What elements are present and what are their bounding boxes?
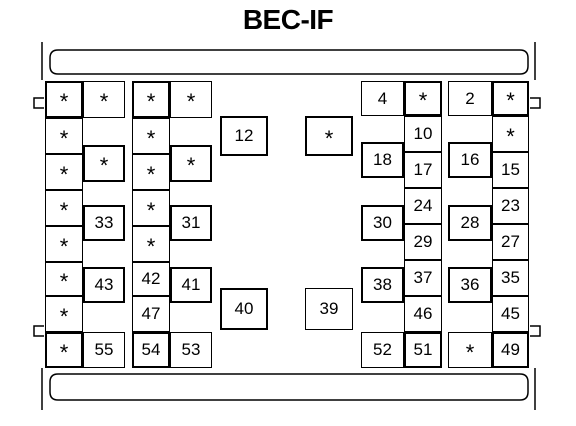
right-clip-bottom: [530, 325, 541, 337]
diagram-title: BEC-IF: [242, 4, 334, 35]
fuse-slot: 41: [170, 267, 212, 303]
fuse-slot: 16: [448, 142, 492, 178]
fuse-slot: 53: [170, 332, 212, 368]
fuse-slot: *: [492, 81, 529, 116]
fuse-slot: *: [45, 332, 83, 368]
fuse-slot: 10: [404, 116, 442, 152]
fuse-slot: *: [45, 262, 83, 296]
right-clip-top: [530, 97, 541, 109]
fuse-slot: 2: [448, 81, 492, 116]
fuse-slot: *: [448, 332, 492, 368]
fuse-slot: 24: [404, 188, 442, 224]
fuse-slot: 42: [132, 262, 170, 296]
fuse-slot: 15: [492, 152, 529, 188]
fuse-slot: 29: [404, 224, 442, 260]
fuse-slot: *: [132, 190, 170, 226]
left-clip-top: [33, 97, 44, 109]
fuse-slot: 18: [361, 142, 404, 178]
fuse-slot: *: [132, 118, 170, 154]
fuse-slot: 23: [492, 188, 529, 224]
bottom-rail: [49, 373, 529, 401]
fuse-slot: 36: [448, 267, 492, 303]
fuse-slot: 45: [492, 296, 529, 332]
fuse-slot: 38: [361, 267, 404, 303]
fuse-slot: 37: [404, 260, 442, 296]
fuse-slot: 27: [492, 224, 529, 260]
fuse-slot: *: [132, 226, 170, 262]
fuse-slot: *: [45, 118, 83, 154]
fuse-slot: *: [492, 116, 529, 152]
fuse-slot: 12: [220, 116, 268, 156]
fuse-slot: *: [170, 81, 212, 118]
fuse-slot: 49: [492, 332, 529, 368]
fuse-slot: *: [45, 226, 83, 262]
fuse-slot: *: [45, 296, 83, 332]
fuse-slot: *: [83, 81, 125, 118]
fuse-slot: 43: [83, 267, 125, 303]
fuse-slot: *: [170, 145, 212, 182]
fuse-slot: *: [305, 116, 353, 156]
fuse-slot: 52: [361, 332, 404, 368]
fuse-slot: 31: [170, 205, 212, 241]
fuse-slot: *: [132, 81, 170, 118]
fuse-slot: 30: [361, 205, 404, 241]
fuse-slot: 39: [305, 288, 353, 330]
fuse-slot: *: [45, 81, 83, 118]
fuse-slot: 47: [132, 296, 170, 332]
fuse-slot: 17: [404, 152, 442, 188]
fuse-slot: 35: [492, 260, 529, 296]
fuse-slot: 33: [83, 205, 125, 241]
left-clip-bottom: [33, 325, 44, 337]
fuse-slot: *: [83, 145, 125, 182]
fuse-slot: 28: [448, 205, 492, 241]
fuse-slot: *: [404, 81, 442, 116]
fuse-slot: *: [132, 154, 170, 190]
fuse-slot: 40: [220, 288, 268, 330]
fuse-slot: 51: [404, 332, 442, 368]
fuse-slot: 46: [404, 296, 442, 332]
top-rail: [49, 49, 529, 75]
fuse-slot: *: [45, 190, 83, 226]
fuse-slot: 55: [83, 332, 125, 368]
fuse-slot: 54: [132, 332, 170, 368]
fuse-slot: *: [45, 154, 83, 190]
fuse-slot: 4: [361, 81, 404, 116]
